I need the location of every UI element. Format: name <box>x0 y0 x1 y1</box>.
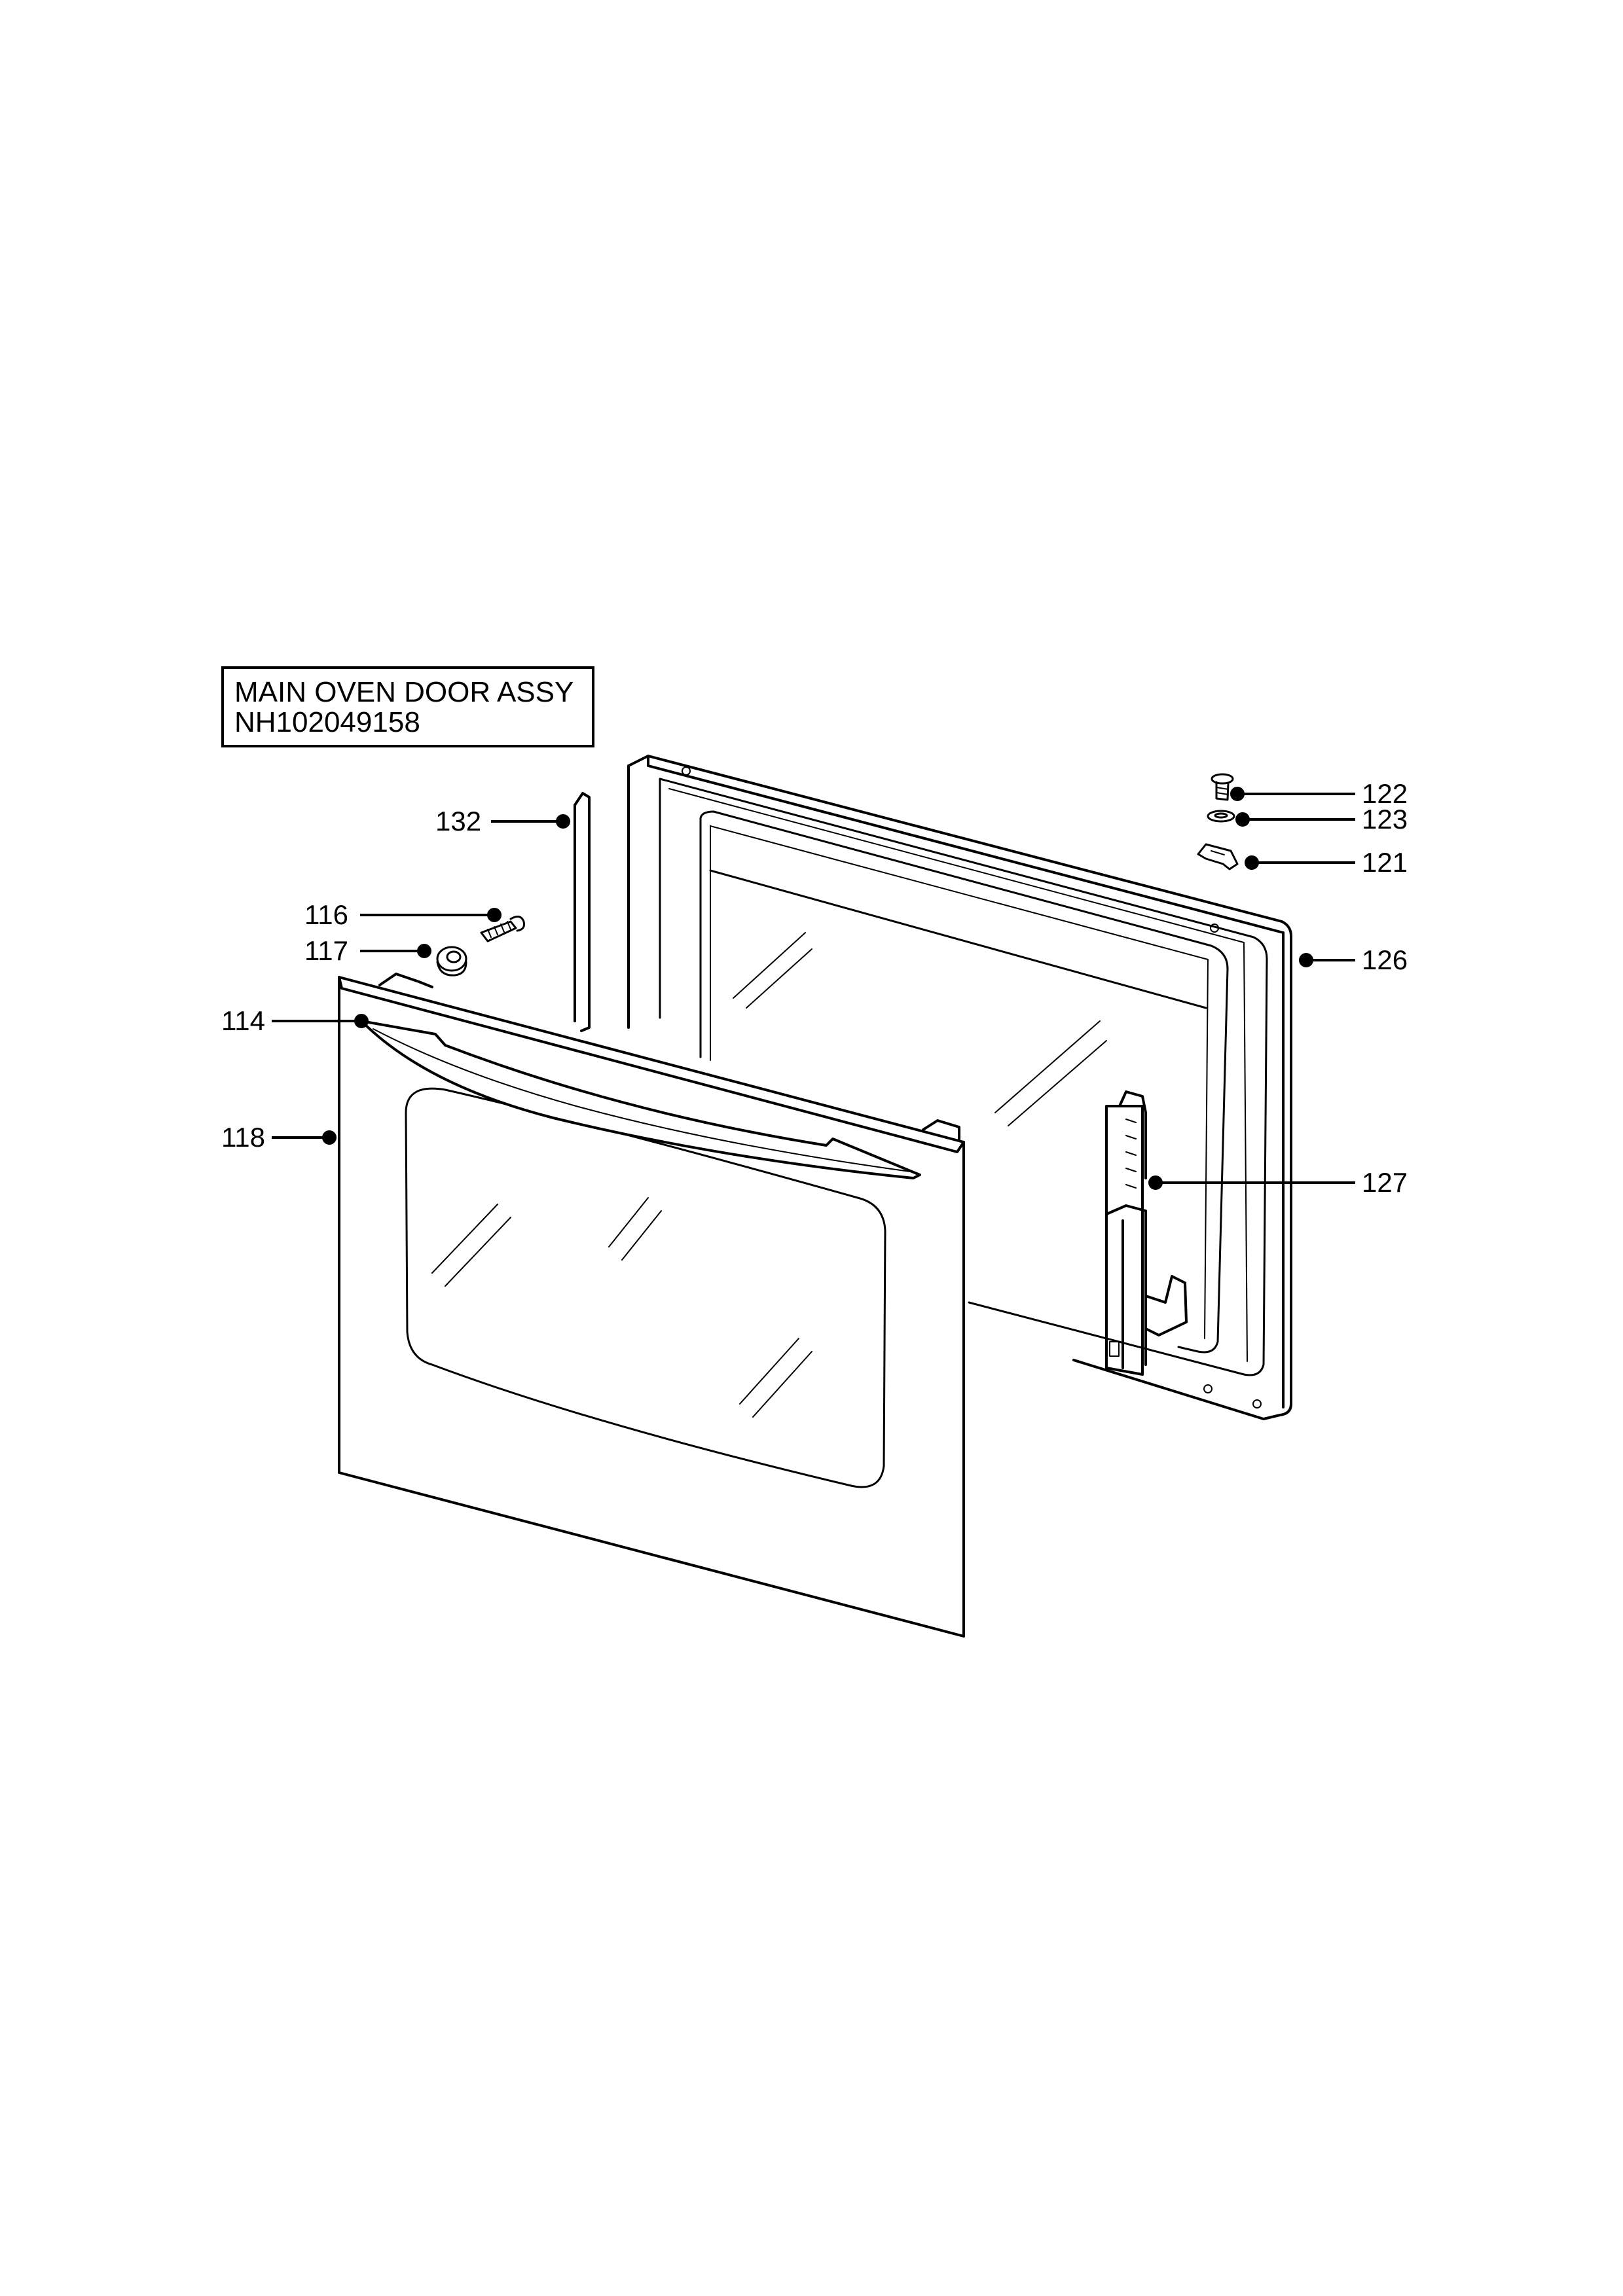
rear-door-panel <box>627 755 1292 1420</box>
door-hinge <box>1105 1090 1188 1376</box>
handle-screw <box>480 915 525 942</box>
handle-washer <box>436 946 467 977</box>
callout-label-118: 118 <box>221 1122 265 1153</box>
part-number: NH102049158 <box>234 706 420 738</box>
callout-label-117: 117 <box>304 935 348 966</box>
callout-label-126: 126 <box>1362 944 1408 975</box>
door-handle <box>360 1020 921 1179</box>
callout-label-123: 123 <box>1362 804 1408 834</box>
callout-label-114: 114 <box>221 1005 265 1036</box>
callout-label-122: 122 <box>1362 778 1408 809</box>
callout-label-127: 127 <box>1362 1167 1408 1198</box>
diagram-title-box: MAIN OVEN DOOR ASSY NH102049158 <box>221 666 594 747</box>
top-screw <box>1211 773 1234 801</box>
callout-label-121: 121 <box>1362 847 1408 878</box>
clip <box>1197 843 1239 870</box>
door-side-strip <box>574 792 591 1032</box>
leader-lines <box>272 787 1355 1190</box>
callout-label-116: 116 <box>304 899 348 930</box>
callout-label-132: 132 <box>435 806 482 836</box>
diagram-title: MAIN OVEN DOOR ASSY <box>234 676 574 708</box>
top-washer <box>1207 810 1235 823</box>
